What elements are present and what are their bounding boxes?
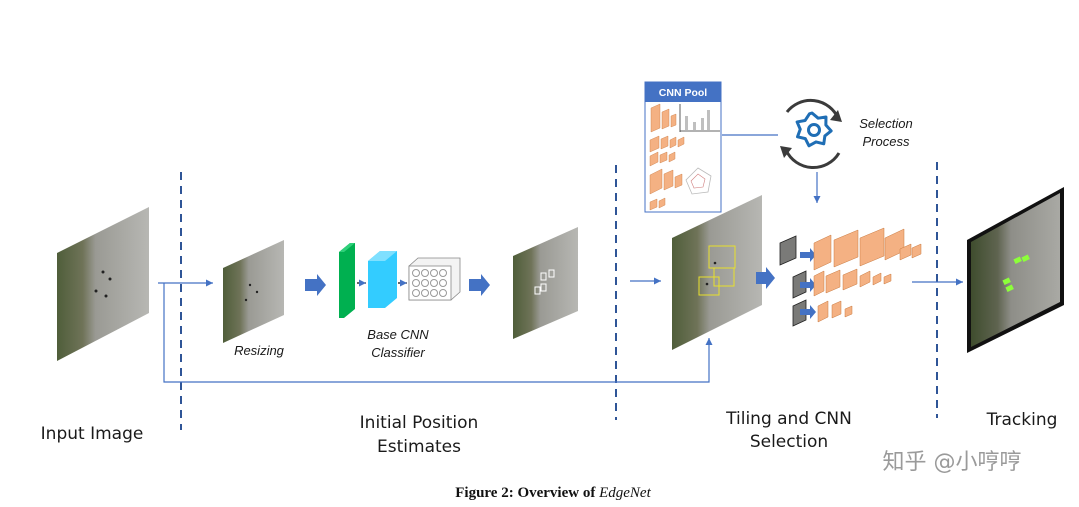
figure-caption: Figure 2: Overview of EdgeNet: [455, 485, 651, 501]
stage-label-input-image: Input Image: [41, 424, 144, 444]
stage-label-tiling-line1: Tiling and CNN: [725, 409, 852, 429]
stage-label-initial-position-line2: Estimates: [377, 437, 461, 457]
block-arrow-1: [305, 274, 326, 296]
selection-process-label-line2: Process: [863, 134, 910, 149]
selection-process-gear-icon: [780, 98, 842, 170]
position-estimates-thumbnail: [513, 227, 578, 339]
base-cnn-classifier-graphic: [339, 243, 461, 318]
resizing-label: Resizing: [234, 343, 285, 358]
stage-label-initial-position-line1: Initial Position: [360, 413, 479, 433]
tracking-image-thumbnail: [967, 187, 1064, 353]
cnn-pool-panel: CNN Pool: [644, 81, 722, 213]
selection-process-label-line1: Selection: [859, 116, 912, 131]
figure-caption-prefix: Figure 2: Overview of: [455, 485, 599, 501]
watermark-text: 知乎 @小哼哼: [883, 450, 1022, 475]
skip-connection-line: [163, 283, 713, 383]
base-cnn-label-line2: Classifier: [371, 345, 425, 360]
tiled-crops-with-cnns: [779, 227, 922, 327]
input-image-thumbnail: [57, 207, 149, 361]
block-arrow-2: [469, 274, 490, 296]
stage-label-tiling-line2: Selection: [750, 432, 828, 452]
stage-label-tracking: Tracking: [986, 410, 1058, 430]
block-arrow-3: [756, 267, 775, 289]
cnn-pool-title: CNN Pool: [659, 87, 707, 99]
resized-image-thumbnail: [223, 240, 284, 343]
base-cnn-label-line1: Base CNN: [367, 327, 429, 342]
tiling-image-thumbnail: [672, 195, 762, 350]
figure-caption-emph: EdgeNet: [598, 485, 651, 501]
